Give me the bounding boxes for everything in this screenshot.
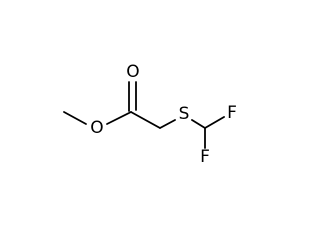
molecule-structure: O O S F F — [63, 62, 237, 167]
bond-carbonyl-to-methylene — [130, 111, 161, 129]
fluorine-1-label: F — [227, 103, 237, 123]
bond-sulfur-to-difluoromethyl — [191, 119, 206, 129]
sulfur-label: S — [179, 104, 190, 124]
bond-carbon-to-fluorine-1 — [204, 116, 225, 129]
bond-ester-oxygen-to-carbonyl-carbon — [106, 111, 132, 125]
ester-oxygen-label: O — [90, 118, 103, 138]
bond-methyl-to-ester-oxygen — [63, 111, 87, 125]
fluorine-2-label: F — [200, 147, 210, 167]
carbonyl-oxygen-label: O — [126, 62, 139, 82]
bond-methylene-to-sulfur — [159, 119, 176, 129]
